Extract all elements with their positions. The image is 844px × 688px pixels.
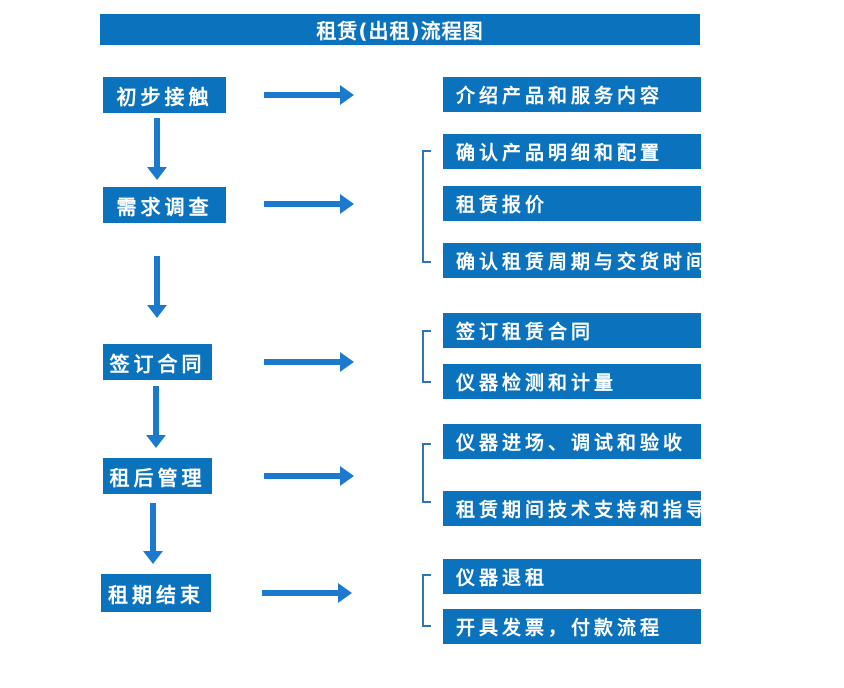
arrow-down-2-shaft (154, 256, 160, 306)
item-invoice-payment-process: 开具发票，付款流程 (443, 609, 701, 644)
item-introduce-products-services-label: 介绍产品和服务内容 (456, 85, 664, 107)
bracket-group-lease-end (422, 574, 431, 627)
arrow-down-3-shaft (153, 386, 159, 436)
arrow-right-3-icon (264, 352, 354, 372)
item-invoice-payment-process-label: 开具发票，付款流程 (456, 617, 664, 639)
item-confirm-rental-period-delivery-label: 确认租赁周期与交货时间 (456, 251, 710, 273)
item-instrument-testing-metrology: 仪器检测和计量 (443, 364, 701, 399)
arrow-down-3-head (146, 435, 166, 448)
arrow-down-4-shaft (150, 503, 156, 552)
step-lease-end-label: 租期结束 (108, 582, 204, 607)
arrow-down-2-icon (147, 256, 167, 318)
arrow-down-3-icon (146, 386, 166, 448)
step-post-lease-management: 租后管理 (103, 458, 212, 494)
item-instrument-testing-metrology-label: 仪器检测和计量 (456, 372, 618, 394)
step-lease-end: 租期结束 (101, 574, 211, 612)
arrow-down-1-icon (147, 118, 167, 180)
arrow-right-1-shaft (264, 92, 341, 98)
step-sign-contract: 签订合同 (103, 344, 212, 380)
item-confirm-product-details-config-label: 确认产品明细和配置 (456, 142, 664, 164)
arrow-right-2-shaft (264, 201, 341, 207)
bracket-group-post-lease (422, 443, 431, 503)
step-sign-contract-label: 签订合同 (109, 351, 206, 376)
arrow-right-1-head (340, 85, 354, 105)
arrow-right-3-head (340, 352, 354, 372)
arrow-right-4-icon (264, 466, 354, 486)
arrow-down-2-head (147, 305, 167, 318)
item-rental-period-tech-support: 租赁期间技术支持和指导 (443, 491, 705, 526)
arrow-down-4-head (143, 551, 163, 564)
bracket-group-sign-contract (422, 330, 431, 383)
item-confirm-rental-period-delivery: 确认租赁周期与交货时间 (443, 243, 705, 278)
item-rental-period-tech-support-label: 租赁期间技术支持和指导 (456, 499, 710, 521)
arrow-right-2-head (340, 194, 354, 214)
step-initial-contact: 初步接触 (103, 77, 226, 113)
item-instrument-entry-debug-acceptance-label: 仪器进场、调试和验收 (456, 432, 687, 454)
arrow-right-1-icon (264, 85, 354, 105)
arrow-right-3-shaft (264, 359, 341, 365)
item-instrument-return: 仪器退租 (443, 559, 701, 594)
arrow-right-5-head (338, 583, 352, 603)
bracket-group-demand-survey (422, 150, 431, 263)
arrow-right-4-head (340, 466, 354, 486)
step-post-lease-management-label: 租后管理 (109, 465, 206, 490)
arrow-right-5-shaft (262, 590, 339, 596)
step-initial-contact-label: 初步接触 (116, 84, 213, 109)
arrow-right-4-shaft (264, 473, 341, 479)
item-rental-quote: 租赁报价 (443, 186, 701, 221)
arrow-right-2-icon (264, 194, 354, 214)
step-demand-survey-label: 需求调查 (116, 194, 213, 219)
item-confirm-product-details-config: 确认产品明细和配置 (443, 134, 701, 169)
step-demand-survey: 需求调查 (103, 187, 226, 223)
item-sign-rental-contract-label: 签订租赁合同 (456, 321, 595, 343)
flowchart-title-label: 租赁(出租)流程图 (316, 19, 484, 43)
arrow-down-1-shaft (154, 118, 160, 168)
item-instrument-entry-debug-acceptance: 仪器进场、调试和验收 (443, 424, 701, 459)
item-introduce-products-services: 介绍产品和服务内容 (443, 77, 701, 112)
item-rental-quote-label: 租赁报价 (456, 194, 549, 216)
arrow-down-4-icon (143, 503, 163, 564)
item-sign-rental-contract: 签订租赁合同 (443, 313, 701, 348)
arrow-down-1-head (147, 167, 167, 180)
item-instrument-return-label: 仪器退租 (456, 567, 549, 589)
flowchart-title: 租赁(出租)流程图 (100, 14, 700, 45)
arrow-right-5-icon (262, 583, 352, 603)
